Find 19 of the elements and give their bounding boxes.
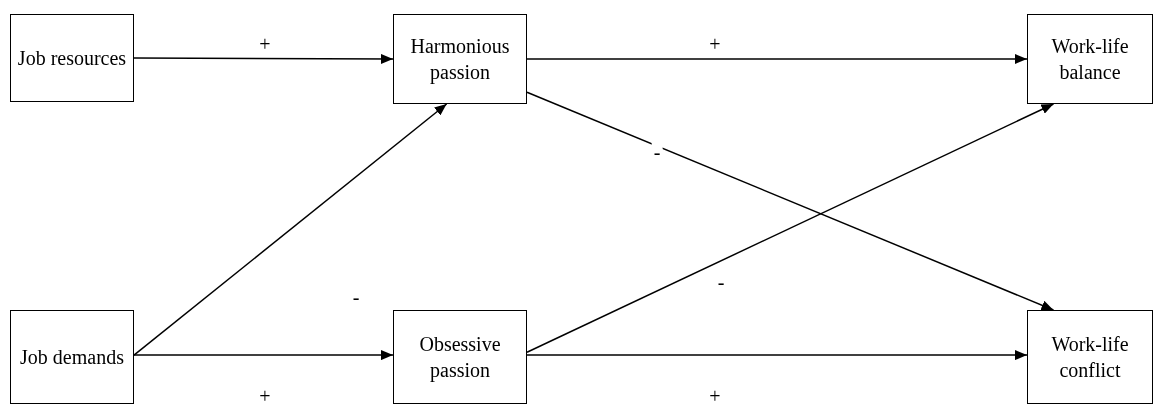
process-box bbox=[10, 310, 134, 404]
arrow bbox=[526, 103, 1055, 354]
box-label: Job demands bbox=[20, 345, 124, 370]
box-label: Obsessive passion bbox=[418, 332, 502, 383]
box-label: Work-life conflict bbox=[1050, 332, 1130, 383]
process-box bbox=[393, 310, 527, 404]
process-box bbox=[1027, 310, 1153, 404]
arrow bbox=[526, 91, 1055, 311]
process-box bbox=[1027, 14, 1153, 104]
arrow bbox=[133, 350, 394, 361]
box-label: Job resources bbox=[17, 46, 127, 71]
process-box bbox=[393, 14, 527, 104]
box-label: Work-life balance bbox=[1050, 34, 1130, 85]
arrow bbox=[133, 103, 448, 356]
arrow bbox=[526, 350, 1028, 361]
arrow bbox=[526, 54, 1028, 64]
box-label: Harmonious passion bbox=[409, 34, 511, 85]
arrow bbox=[133, 53, 394, 64]
process-box bbox=[10, 14, 134, 102]
